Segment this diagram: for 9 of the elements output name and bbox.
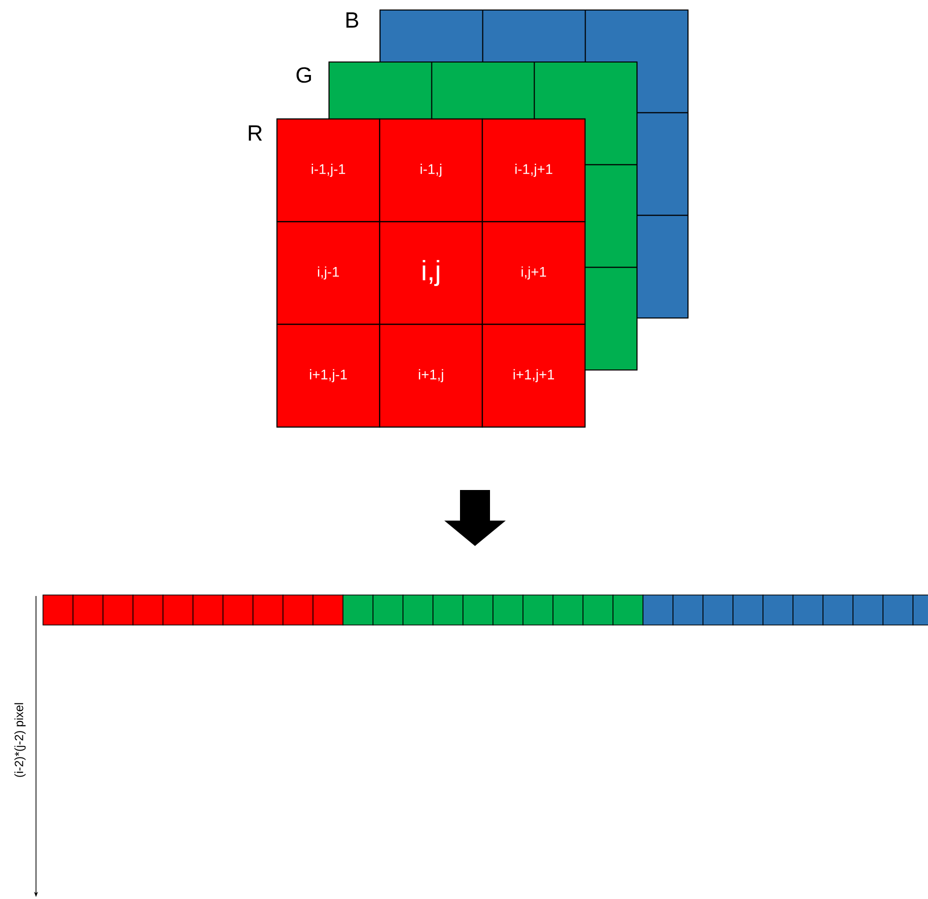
layer-label: G (296, 67, 311, 83)
pixel-vector (42, 594, 928, 626)
dimension-label: (i-2)*(j-2) pixel (14, 703, 26, 777)
pixel-cell: i-1,j+1 (482, 118, 586, 222)
pixel-cell: i-1,j (379, 118, 483, 222)
pixel-cell: i,j (379, 221, 483, 325)
layer-label: R (248, 125, 262, 141)
layer-label: B (346, 12, 358, 28)
pixel-cell: i,j+1 (482, 221, 586, 325)
